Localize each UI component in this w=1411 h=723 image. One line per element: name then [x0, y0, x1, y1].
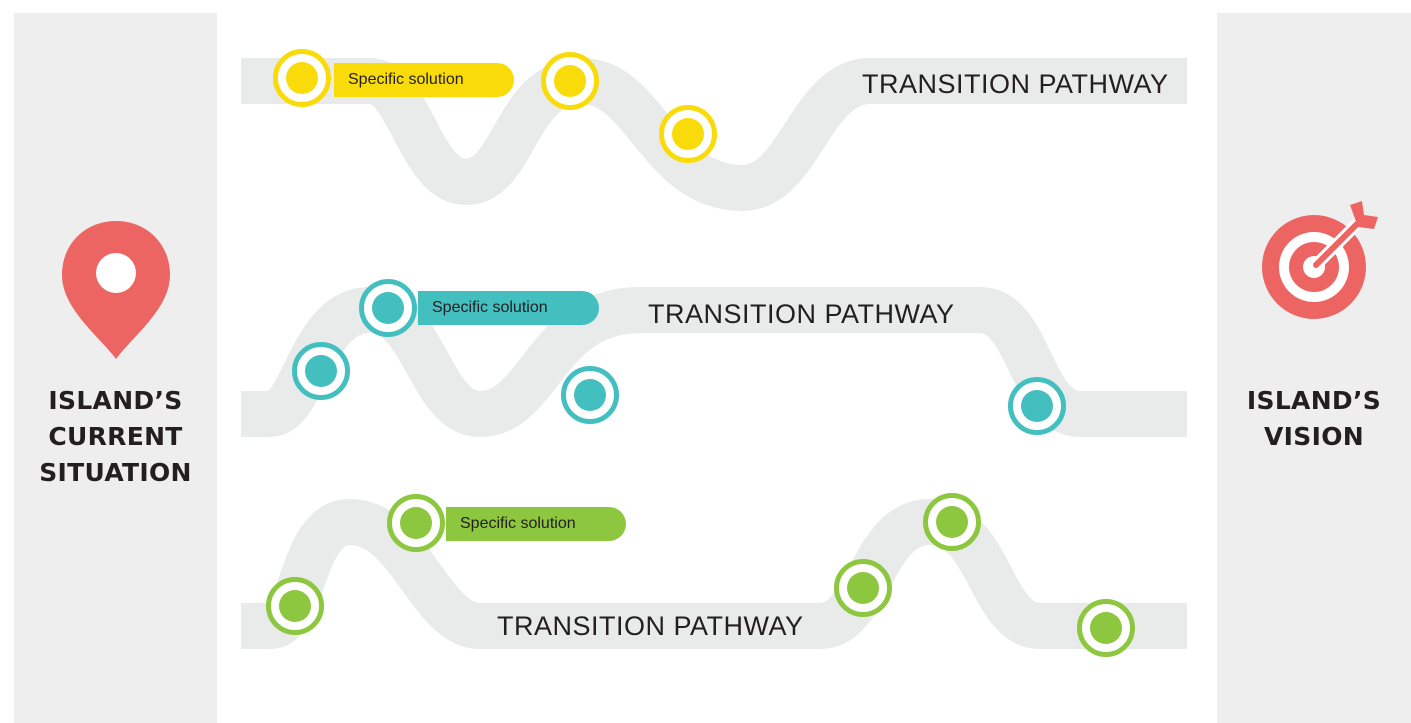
current-situation-line-3: SITUATION: [39, 458, 192, 487]
pathway-2-node-solution: [359, 279, 417, 337]
vision-panel: ISLAND’S VISION: [1217, 13, 1411, 723]
pathway-2-node-1: [292, 342, 350, 400]
pathway-1-node-3: [659, 105, 717, 163]
location-pin-icon: [62, 221, 170, 359]
pathway-3-node-1: [266, 577, 324, 635]
vision-label: ISLAND’S VISION: [1217, 383, 1411, 455]
pathway-1-node-solution: [273, 49, 331, 107]
pathway-label-3: TRANSITION PATHWAY: [497, 611, 804, 641]
specific-solution-label-1: Specific solution: [334, 63, 514, 97]
current-situation-label: ISLAND’S CURRENT SITUATION: [14, 383, 217, 491]
pathway-2-node-3: [561, 366, 619, 424]
current-situation-line-1: ISLAND’S: [48, 386, 183, 415]
specific-solution-label-3: Specific solution: [446, 507, 626, 541]
pathway-3-node-solution: [387, 494, 445, 552]
pathway-3-node-5: [1077, 599, 1135, 657]
target-arrow-icon: [1262, 201, 1378, 319]
pathway-road-3: [241, 499, 1187, 649]
vision-line-1: ISLAND’S: [1246, 386, 1382, 415]
pathway-2-node-4: [1008, 377, 1066, 435]
current-situation-line-2: CURRENT: [48, 422, 183, 451]
pathway-3-node-3: [834, 559, 892, 617]
vision-line-2: VISION: [1264, 422, 1364, 451]
specific-solution-label-2: Specific solution: [418, 291, 599, 325]
pathway-label-1: TRANSITION PATHWAY: [862, 69, 1169, 99]
pathway-road-2: [241, 287, 1187, 437]
pathway-3-node-4: [923, 493, 981, 551]
current-situation-panel: ISLAND’S CURRENT SITUATION: [14, 13, 217, 723]
pathway-1-node-2: [541, 52, 599, 110]
pathway-label-2: TRANSITION PATHWAY: [648, 299, 955, 329]
